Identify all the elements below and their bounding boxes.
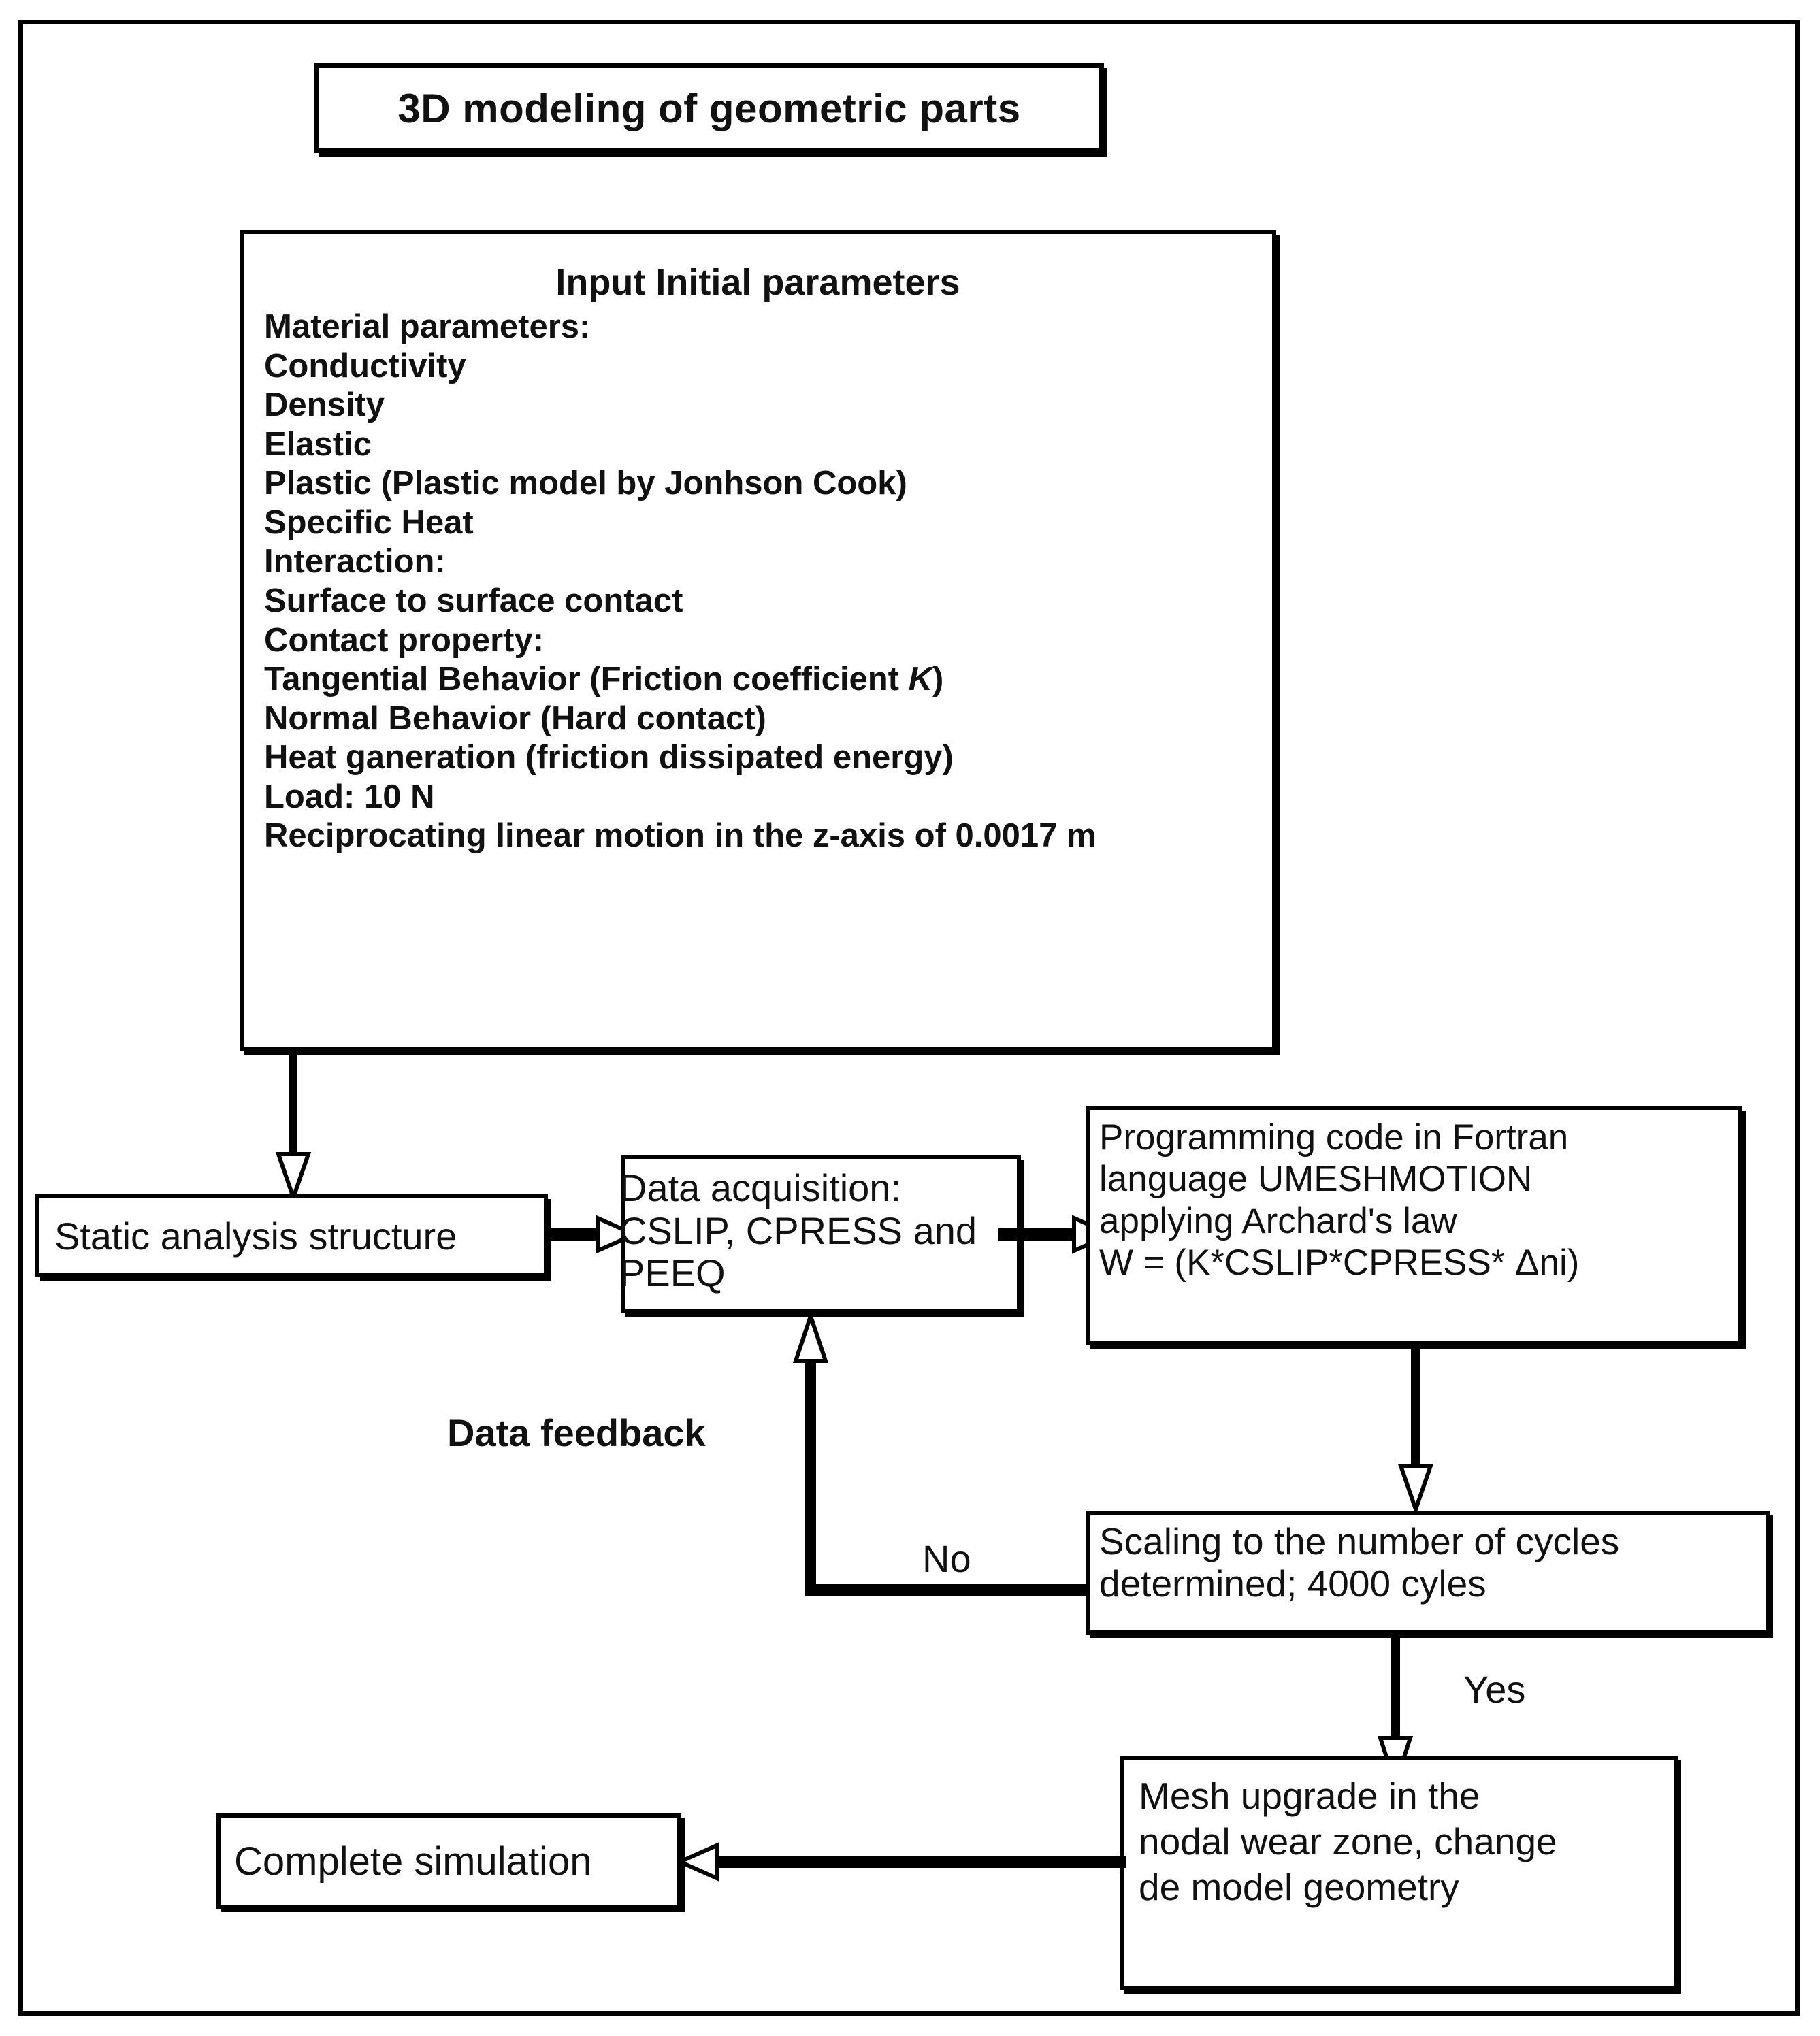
complete-simulation-box: Complete simulation bbox=[216, 1813, 681, 1909]
connector-static-to-acquisition bbox=[548, 1228, 599, 1241]
arrowhead-input-to-static bbox=[275, 1152, 312, 1204]
mesh-line-3: de model geometry bbox=[1139, 1866, 1459, 1909]
acquisition-line-1: Data acquisition: bbox=[619, 1166, 902, 1209]
list-item: Load: 10 N bbox=[264, 778, 435, 815]
mesh-upgrade-box: Mesh upgrade in the nodal wear zone, cha… bbox=[1120, 1756, 1678, 1990]
arrowhead-static-to-acquisition bbox=[596, 1215, 640, 1254]
list-item: Material parameters: bbox=[264, 308, 591, 345]
complete-simulation-text: Complete simulation bbox=[234, 1839, 592, 1884]
list-item: Surface to surface contact bbox=[264, 582, 683, 619]
scaling-line-2: determined; 4000 cyles bbox=[1099, 1562, 1486, 1605]
list-item: Reciprocating linear motion in the z-axi… bbox=[264, 817, 1096, 855]
data-feedback-label: Data feedback bbox=[447, 1411, 706, 1454]
static-analysis-box: Static analysis structure bbox=[35, 1194, 548, 1277]
title-box: 3D modeling of geometric parts bbox=[314, 63, 1104, 153]
list-item: Heat ganeration (friction dissipated ene… bbox=[264, 739, 954, 776]
mesh-upgrade-text: Mesh upgrade in the nodal wear zone, cha… bbox=[1139, 1773, 1674, 1910]
connector-no-horizontal bbox=[805, 1584, 1090, 1596]
acquisition-line-3: PEEQ bbox=[619, 1251, 726, 1295]
fortran-formula: W = (K*CSLIP*CPRESS* Δni) bbox=[1099, 1243, 1580, 1283]
fortran-line-3: applying Archard's law bbox=[1099, 1200, 1457, 1241]
list-item: Contact property: bbox=[264, 621, 545, 659]
title-text: 3D modeling of geometric parts bbox=[397, 85, 1021, 131]
yes-branch-label: Yes bbox=[1463, 1668, 1526, 1711]
input-parameters-list: Material parameters: Conductivity Densit… bbox=[244, 308, 1272, 856]
no-branch-label: No bbox=[922, 1537, 971, 1580]
static-analysis-text: Static analysis structure bbox=[54, 1214, 457, 1258]
connector-input-to-static bbox=[289, 1051, 297, 1153]
acquisition-line-2: CSLIP, CPRESS and bbox=[619, 1209, 977, 1252]
fortran-code-box: Programming code in Fortran language UME… bbox=[1086, 1106, 1742, 1345]
input-parameters-box: Input Initial parameters Material parame… bbox=[240, 230, 1276, 1051]
list-item: Tangential Behavior (Friction coefficien… bbox=[264, 661, 944, 698]
arrowhead-fortran-to-scaling bbox=[1397, 1464, 1434, 1516]
arrowhead-mesh-to-complete bbox=[675, 1842, 719, 1882]
page-frame bbox=[18, 20, 1800, 2016]
data-acquisition-box: Data acquisition: CSLIP, CPRESS and PEEQ bbox=[619, 1155, 1021, 1313]
scaling-cycles-box: Scaling to the number of cycles determin… bbox=[1086, 1511, 1770, 1635]
list-item: Elastic bbox=[264, 425, 372, 463]
input-parameters-heading: Input Initial parameters bbox=[555, 262, 960, 303]
connector-mesh-to-complete bbox=[718, 1856, 1126, 1868]
list-item: Interaction: bbox=[264, 543, 446, 580]
list-item: Normal Behavior (Hard contact) bbox=[264, 700, 766, 737]
arrowhead-no-to-acquisition bbox=[792, 1309, 829, 1363]
scaling-cycles-text: Scaling to the number of cycles determin… bbox=[1099, 1520, 1766, 1605]
connector-no-vertical bbox=[805, 1361, 816, 1596]
mesh-line-1: Mesh upgrade in the bbox=[1139, 1775, 1480, 1817]
fortran-code-text: Programming code in Fortran language UME… bbox=[1099, 1117, 1738, 1284]
connector-acquisition-to-fortran bbox=[998, 1228, 1078, 1241]
scaling-line-1: Scaling to the number of cycles bbox=[1099, 1520, 1620, 1562]
mesh-line-2: nodal wear zone, change bbox=[1139, 1820, 1557, 1863]
data-acquisition-text: Data acquisition: CSLIP, CPRESS and PEEQ bbox=[619, 1166, 1082, 1295]
connector-scaling-to-mesh bbox=[1391, 1635, 1400, 1743]
fortran-line-1: Programming code in Fortran bbox=[1099, 1117, 1569, 1157]
list-item: Plastic (Plastic model by Jonhson Cook) bbox=[264, 465, 907, 502]
list-item: Specific Heat bbox=[264, 504, 474, 541]
list-item: Conductivity bbox=[264, 347, 466, 384]
list-item: Density bbox=[264, 387, 385, 424]
connector-fortran-to-scaling bbox=[1411, 1345, 1420, 1464]
fortran-line-2: language UMESHMOTION bbox=[1099, 1159, 1533, 1200]
